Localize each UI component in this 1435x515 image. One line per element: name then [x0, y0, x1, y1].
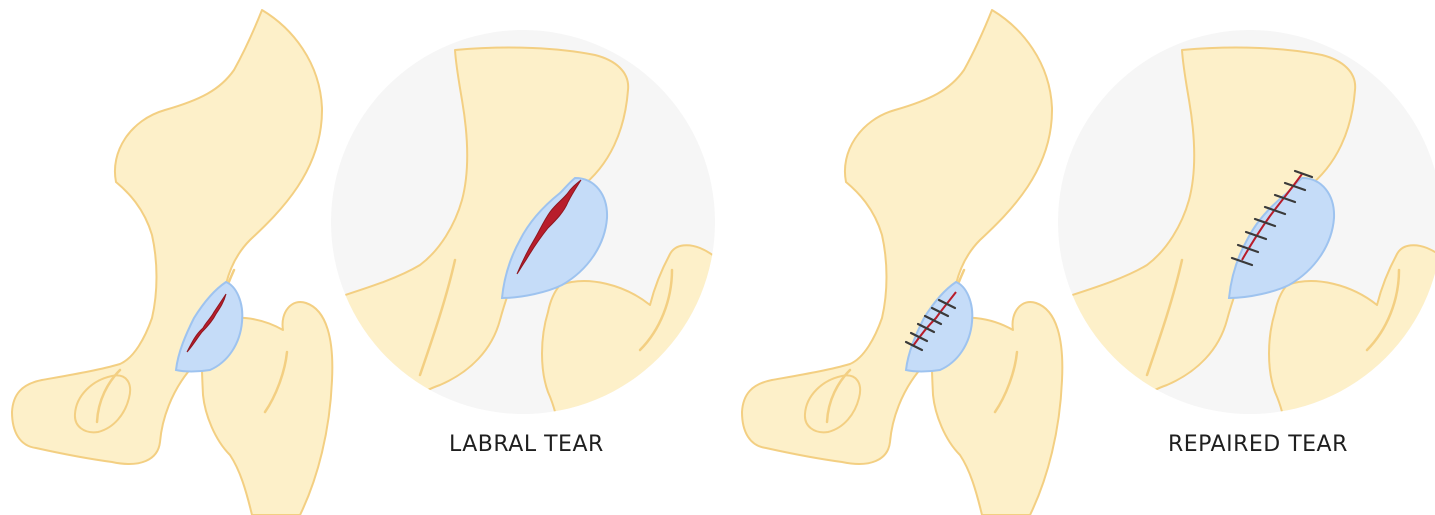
zoom-circle-torn: [330, 30, 753, 450]
hip-joint-torn: [12, 10, 332, 515]
hip-joint-repaired: [742, 10, 1062, 515]
caption-labral-tear: LABRAL TEAR: [449, 432, 604, 457]
zoom-circle-repaired: [1057, 30, 1435, 450]
caption-repaired-tear: REPAIRED TEAR: [1168, 432, 1348, 457]
